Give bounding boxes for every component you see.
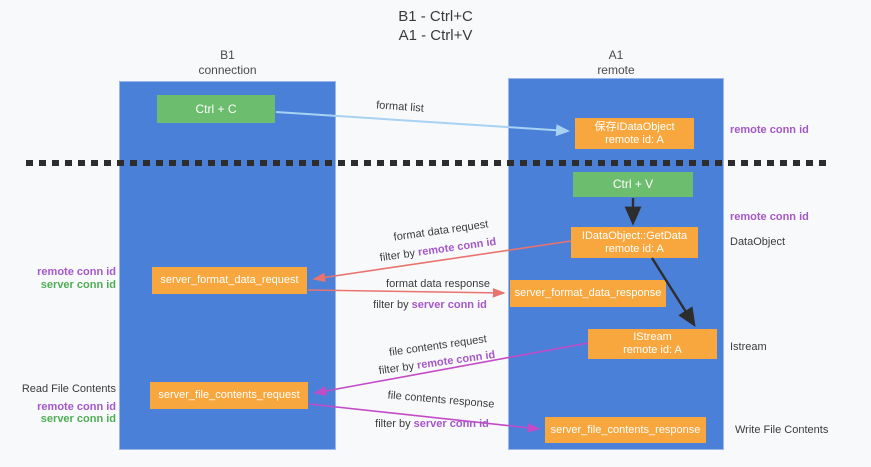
save-dataobject-box: 保存IDataObject remote id: A	[575, 118, 694, 149]
server-format-data-response-label: server_format_data_response	[514, 287, 662, 299]
lane-header-b1: B1 connection	[119, 48, 336, 78]
dataobject-label: DataObject	[730, 236, 786, 248]
getdata-box: IDataObject::GetData remote id: A	[571, 227, 698, 258]
server-file-contents-response-label: server_file_contents_response	[550, 423, 701, 436]
server-format-data-request-box: server_format_data_request	[152, 267, 307, 294]
lane-header-a1: A1 remote	[508, 48, 724, 78]
istream-side-label: Istream	[730, 341, 767, 353]
ctrl-c-label: Ctrl + C	[195, 101, 237, 116]
format-list-label: format list	[375, 99, 425, 115]
save-dataobject-line2: remote id: A	[605, 133, 664, 146]
istream-box: IStream remote id: A	[588, 329, 717, 359]
lane-b1-sub: connection	[198, 63, 257, 77]
istream-line1: IStream	[633, 331, 672, 343]
format-data-response-arrow	[307, 288, 506, 298]
server-file-contents-request-box: server_file_contents_request	[150, 382, 308, 409]
read-file-contents-label: Read File Contents	[21, 383, 116, 395]
getdata-line2: remote id: A	[605, 242, 664, 255]
title-line-2: A1 - Ctrl+V	[398, 27, 473, 44]
left-server-conn-id-bottom: server conn id	[40, 413, 116, 425]
lane-a1-sub: remote	[597, 63, 635, 77]
lane-a1-name: A1	[608, 48, 624, 62]
right-remote-conn-id-mid: remote conn id	[730, 211, 809, 223]
filter-by-server-2: filter by server conn id	[375, 418, 489, 430]
write-file-contents-label: Write File Contents	[735, 424, 829, 436]
filter-prefix: filter by	[378, 359, 418, 378]
ctrl-v-label: Ctrl + V	[612, 177, 654, 191]
server-file-contents-response-box: server_file_contents_response	[545, 417, 706, 443]
left-server-conn-id-top: server conn id	[40, 279, 116, 291]
server-file-contents-request-label: server_file_contents_request	[158, 389, 300, 401]
left-remote-conn-id-top: remote conn id	[37, 266, 116, 278]
file-contents-response-label: file contents response	[387, 389, 495, 411]
diagram-title: B1 - Ctrl+C A1 - Ctrl+V	[0, 7, 871, 45]
lane-b1-name: B1	[220, 48, 235, 62]
right-remote-conn-id-top: remote conn id	[730, 124, 809, 136]
save-dataobject-line1: 保存IDataObject	[594, 120, 675, 133]
title-line-1: B1 - Ctrl+C	[398, 8, 473, 25]
remote-conn-id-inline: remote conn id	[417, 235, 497, 259]
server-conn-id-inline: server conn id	[413, 418, 489, 430]
filter-prefix: filter by	[379, 246, 419, 265]
ctrl-c-box: Ctrl + C	[157, 95, 275, 123]
left-remote-conn-id-bottom: remote conn id	[37, 401, 116, 413]
istream-line2: remote id: A	[623, 344, 682, 356]
format-data-response-label: format data response	[386, 278, 490, 290]
ctrl-v-box: Ctrl + V	[573, 172, 693, 197]
filter-prefix: filter by	[373, 299, 412, 311]
server-conn-id-inline: server conn id	[411, 299, 487, 311]
getdata-line1: IDataObject::GetData	[581, 229, 688, 242]
filter-by-server-1: filter by server conn id	[373, 299, 487, 311]
filter-prefix: filter by	[375, 418, 414, 430]
server-format-data-request-label: server_format_data_request	[160, 274, 299, 286]
server-format-data-response-box: server_format_data_response	[510, 280, 666, 307]
